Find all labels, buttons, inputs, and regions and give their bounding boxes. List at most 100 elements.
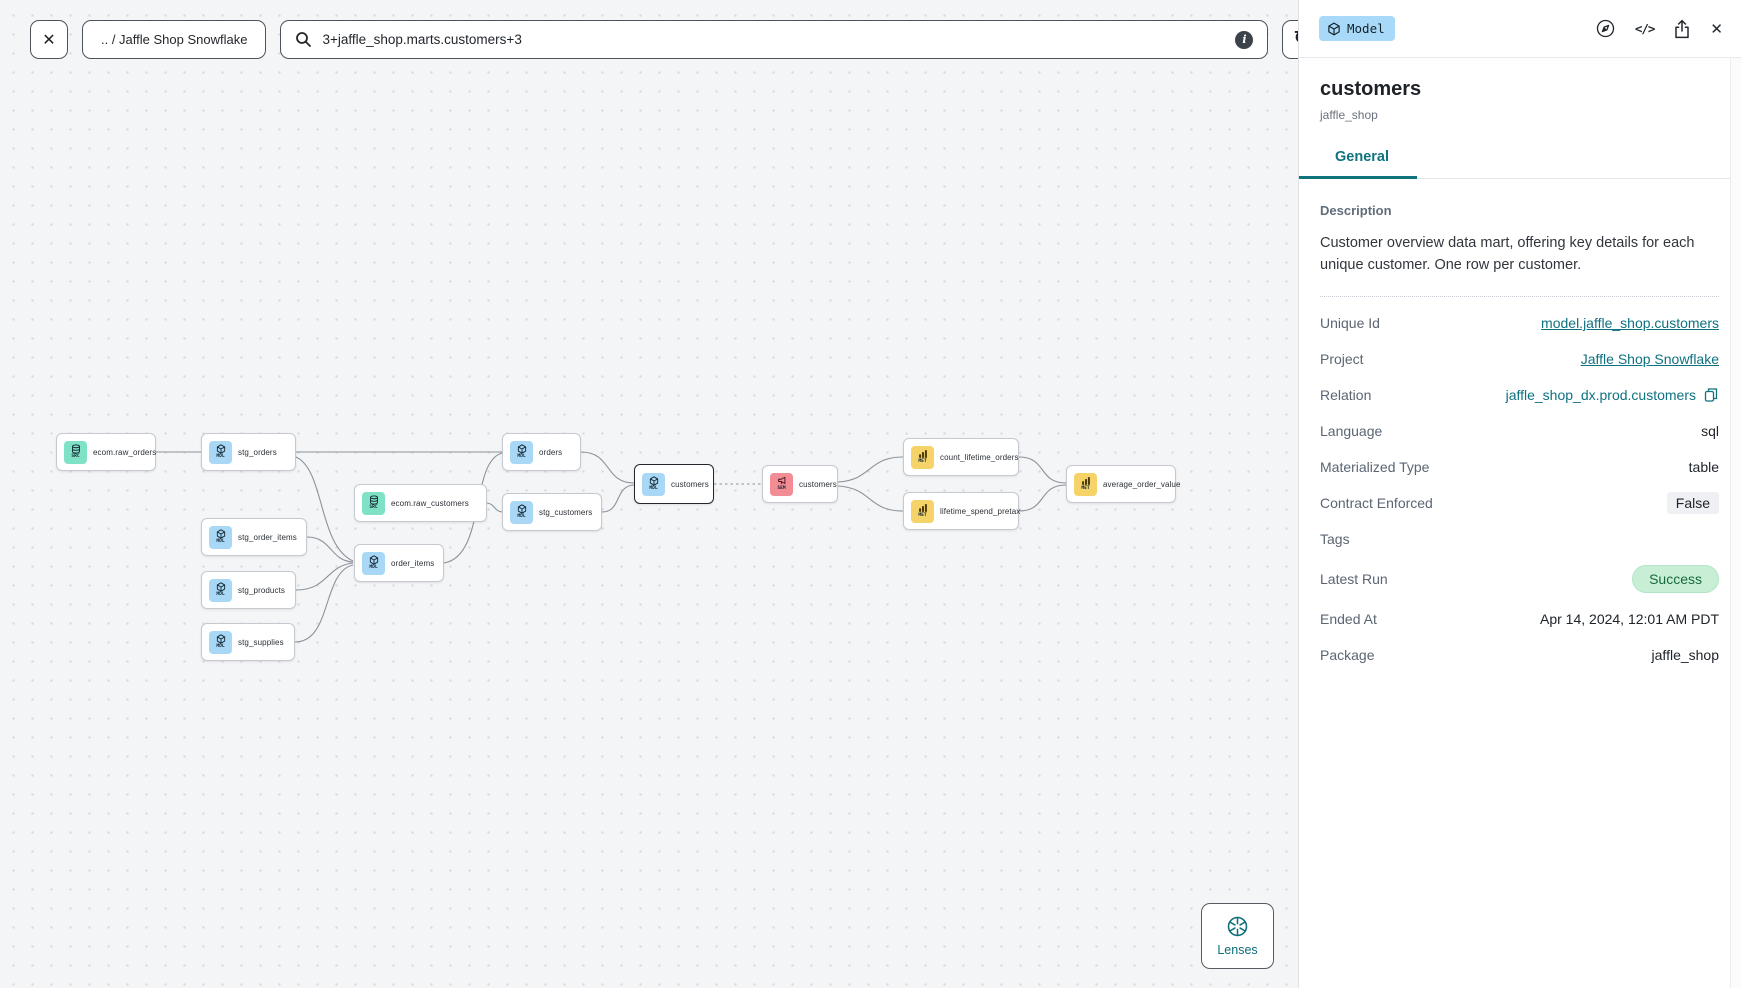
cube-icon: MDL	[362, 551, 385, 575]
node-label: stg_supplies	[238, 637, 284, 647]
cube-icon: MDL	[642, 472, 665, 496]
field-label: Contract Enforced	[1320, 494, 1433, 511]
graph-node-lifetime-spend-pretax[interactable]: MET lifetime_spend_pretax	[903, 492, 1021, 530]
explore-lineage-icon[interactable]	[1595, 18, 1616, 39]
node-label: orders	[539, 447, 563, 457]
graph-node-ecom-raw-customers[interactable]: SRC ecom.raw_customers	[354, 484, 487, 522]
panel-scrollbar[interactable]	[1730, 58, 1741, 988]
node-type-tag: MDL	[216, 644, 225, 650]
close-lineage-button[interactable]: ✕	[30, 20, 68, 59]
node-type-tag: SRC	[71, 454, 80, 460]
description-text: Customer overview data mart, offering ke…	[1320, 235, 1695, 274]
node-type-tag: MDL	[216, 539, 225, 545]
lineage-edge	[601, 484, 635, 513]
node-label: count_lifetime_orders	[940, 452, 1019, 462]
field-value: table	[1688, 458, 1719, 475]
node-label: lifetime_spend_pretax	[940, 506, 1021, 516]
database-icon: SRC	[64, 440, 87, 464]
field-value: jaffle_shop	[1651, 646, 1719, 663]
node-type-tag: MDL	[517, 514, 526, 520]
cube-icon: MDL	[209, 525, 232, 549]
graph-node-stg-order-items[interactable]: MDL stg_order_items	[201, 518, 307, 556]
field-row-project: Project Jaffle Shop Snowflake	[1320, 341, 1719, 377]
field-value[interactable]: Jaffle Shop Snowflake	[1580, 350, 1719, 367]
graph-node-stg-products[interactable]: MDL stg_products	[201, 571, 296, 609]
field-label: Tags	[1320, 530, 1350, 547]
cube-icon: MDL	[510, 440, 533, 464]
megaphone-icon: SEM	[770, 472, 793, 496]
model-type-badge: Model	[1319, 16, 1395, 41]
info-icon[interactable]: i	[1235, 30, 1254, 49]
lineage-edge	[486, 502, 503, 513]
cube-icon: MDL	[209, 630, 232, 654]
graph-node-stg-supplies[interactable]: MDL stg_supplies	[201, 623, 295, 661]
lenses-label: Lenses	[1217, 943, 1258, 957]
lineage-edge	[306, 536, 354, 563]
field-row-latest-run: Latest Run Success	[1320, 557, 1719, 601]
node-label: customers	[799, 479, 837, 489]
panel-tabs: General	[1299, 149, 1741, 179]
node-type-tag: MET	[1081, 486, 1090, 492]
lineage-edge	[837, 485, 904, 512]
lineage-edge	[295, 456, 354, 562]
lenses-button[interactable]: Lenses	[1201, 903, 1274, 969]
field-row-relation: Relation jaffle_shop_dx.prod.customers	[1320, 377, 1719, 413]
bar-chart-icon: MET	[911, 499, 934, 523]
field-row-ended-at: Ended At Apr 14, 2024, 12:01 AM PDT	[1320, 601, 1719, 637]
node-label: stg_order_items	[238, 532, 297, 542]
node-type-tag: MET	[918, 513, 927, 519]
divider	[1320, 295, 1719, 297]
lineage-edge	[1018, 456, 1067, 484]
node-label: stg_orders	[238, 447, 277, 457]
view-code-icon[interactable]: </>	[1634, 21, 1656, 36]
graph-node-orders[interactable]: MDL orders	[502, 433, 581, 471]
field-row-tags: Tags	[1320, 521, 1719, 557]
page-title: customers	[1320, 78, 1422, 100]
field-value: False	[1666, 491, 1719, 514]
lineage-edge	[1018, 484, 1067, 512]
node-label: ecom.raw_customers	[391, 498, 469, 508]
details-panel-header: Model </> ✕	[1299, 0, 1741, 58]
node-label: stg_products	[238, 585, 286, 595]
lineage-edges	[156, 451, 1067, 643]
cube-icon: MDL	[209, 578, 232, 602]
status-badge: Success	[1632, 564, 1719, 593]
field-label: Language	[1320, 422, 1383, 439]
node-type-tag: MDL	[216, 592, 225, 598]
cube-icon	[1327, 22, 1341, 36]
lineage-edge	[294, 564, 354, 643]
field-value: Apr 14, 2024, 12:01 AM PDT	[1540, 610, 1719, 627]
field-value[interactable]: model.jaffle_shop.customers	[1541, 314, 1719, 331]
node-type-tag: SRC	[369, 505, 378, 511]
lineage-edge	[580, 451, 635, 484]
close-panel-icon[interactable]: ✕	[1710, 20, 1723, 38]
field-label: Relation	[1320, 386, 1372, 403]
tab-general[interactable]: General	[1299, 149, 1417, 179]
details-panel: Model </> ✕ customers jaffle_shop	[1298, 0, 1741, 988]
graph-node-customers-semantic[interactable]: SEM customers	[762, 465, 838, 503]
field-label: Latest Run	[1320, 570, 1388, 587]
cube-icon: MDL	[510, 500, 533, 524]
field-label: Ended At	[1320, 610, 1377, 627]
copy-icon[interactable]	[1703, 387, 1719, 403]
field-value: jaffle_shop_dx.prod.customers	[1505, 386, 1696, 403]
search-input[interactable]	[322, 32, 1226, 47]
node-type-tag: SEM	[777, 486, 786, 492]
share-icon[interactable]	[1673, 19, 1691, 39]
field-row-contract-enforced: Contract Enforced False	[1320, 485, 1719, 521]
graph-node-order-items[interactable]: MDL order_items	[354, 544, 444, 582]
node-label: order_items	[391, 558, 435, 568]
breadcrumb[interactable]: .. / Jaffle Shop Snowflake	[82, 20, 267, 59]
field-label: Project	[1320, 350, 1364, 367]
lineage-search[interactable]: i	[280, 20, 1269, 59]
